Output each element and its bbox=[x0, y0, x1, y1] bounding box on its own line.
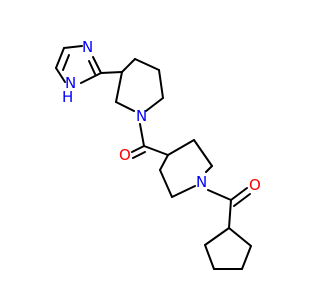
piperidine-a-n-label: N bbox=[136, 107, 147, 125]
bond-c2-n1 bbox=[80, 72, 102, 84]
carbonyl-o1-label: O bbox=[119, 146, 131, 164]
bond-pb-c4-c3 bbox=[167, 139, 195, 156]
cyclopentanoyl-linker bbox=[207, 187, 251, 229]
bond-n-carbonyl bbox=[139, 123, 145, 147]
bond-pb-c3-c2 bbox=[193, 139, 213, 167]
bond-cp-c4-c5 bbox=[204, 244, 215, 270]
imidazole-nh-h-label: H bbox=[62, 88, 73, 106]
bond-carbonyl-o bbox=[131, 145, 145, 153]
bond-pa-c2-n bbox=[115, 101, 135, 112]
bond-carbonyl-c4b bbox=[143, 145, 169, 156]
bond-n3-c2 bbox=[92, 56, 102, 74]
bond-n-carbonyl-2 bbox=[207, 189, 232, 201]
bond-c4-n3 bbox=[63, 45, 83, 49]
imidazole-n1-label: N bbox=[65, 74, 76, 92]
bond-pb-c2-n bbox=[205, 165, 213, 173]
bond-pa-c3-c2 bbox=[115, 71, 123, 103]
amide-linker bbox=[131, 123, 169, 159]
structure-canvas: N N H N O N O bbox=[55, 38, 261, 270]
carbonyl-o2-label: O bbox=[249, 176, 261, 194]
bond-pa-c5-c4 bbox=[134, 58, 160, 71]
bond-c2-n3-double bbox=[88, 60, 96, 75]
bond-c5-c4-double bbox=[62, 54, 70, 71]
bond-n1-c5 bbox=[55, 67, 66, 83]
bond-pa-c4-c3 bbox=[121, 58, 136, 73]
bond-pb-c6-c5 bbox=[159, 169, 173, 198]
bond-pb-c5-c4 bbox=[159, 154, 169, 171]
bond-cp-c2-c3 bbox=[241, 245, 252, 270]
imidazole-ring bbox=[55, 45, 102, 84]
bond-carbonyl-o-double bbox=[132, 151, 146, 159]
bond-carbonyl2-o-double bbox=[233, 193, 251, 207]
bond-imidazole-piperidine bbox=[100, 71, 123, 74]
piperidine-ring-a bbox=[115, 58, 164, 112]
bond-c5-c4 bbox=[55, 47, 65, 69]
bond-pb-n-c6 bbox=[171, 185, 196, 198]
bond-cp-c1-c2 bbox=[228, 227, 252, 247]
bond-pa-n-c6 bbox=[145, 97, 164, 112]
molecule-drawing: N N H N O N O bbox=[55, 38, 261, 270]
bond-pa-c6-c5 bbox=[158, 69, 164, 99]
bond-carbonyl2-cyclopentyl bbox=[228, 199, 232, 229]
bond-carbonyl2-o bbox=[230, 187, 248, 201]
piperidine-b-n-label: N bbox=[196, 173, 207, 191]
imidazole-n3-label: N bbox=[82, 38, 93, 56]
piperidine-ring-b bbox=[159, 139, 213, 198]
bond-cp-c5-c1 bbox=[204, 227, 230, 246]
cyclopentane-ring bbox=[204, 227, 252, 270]
